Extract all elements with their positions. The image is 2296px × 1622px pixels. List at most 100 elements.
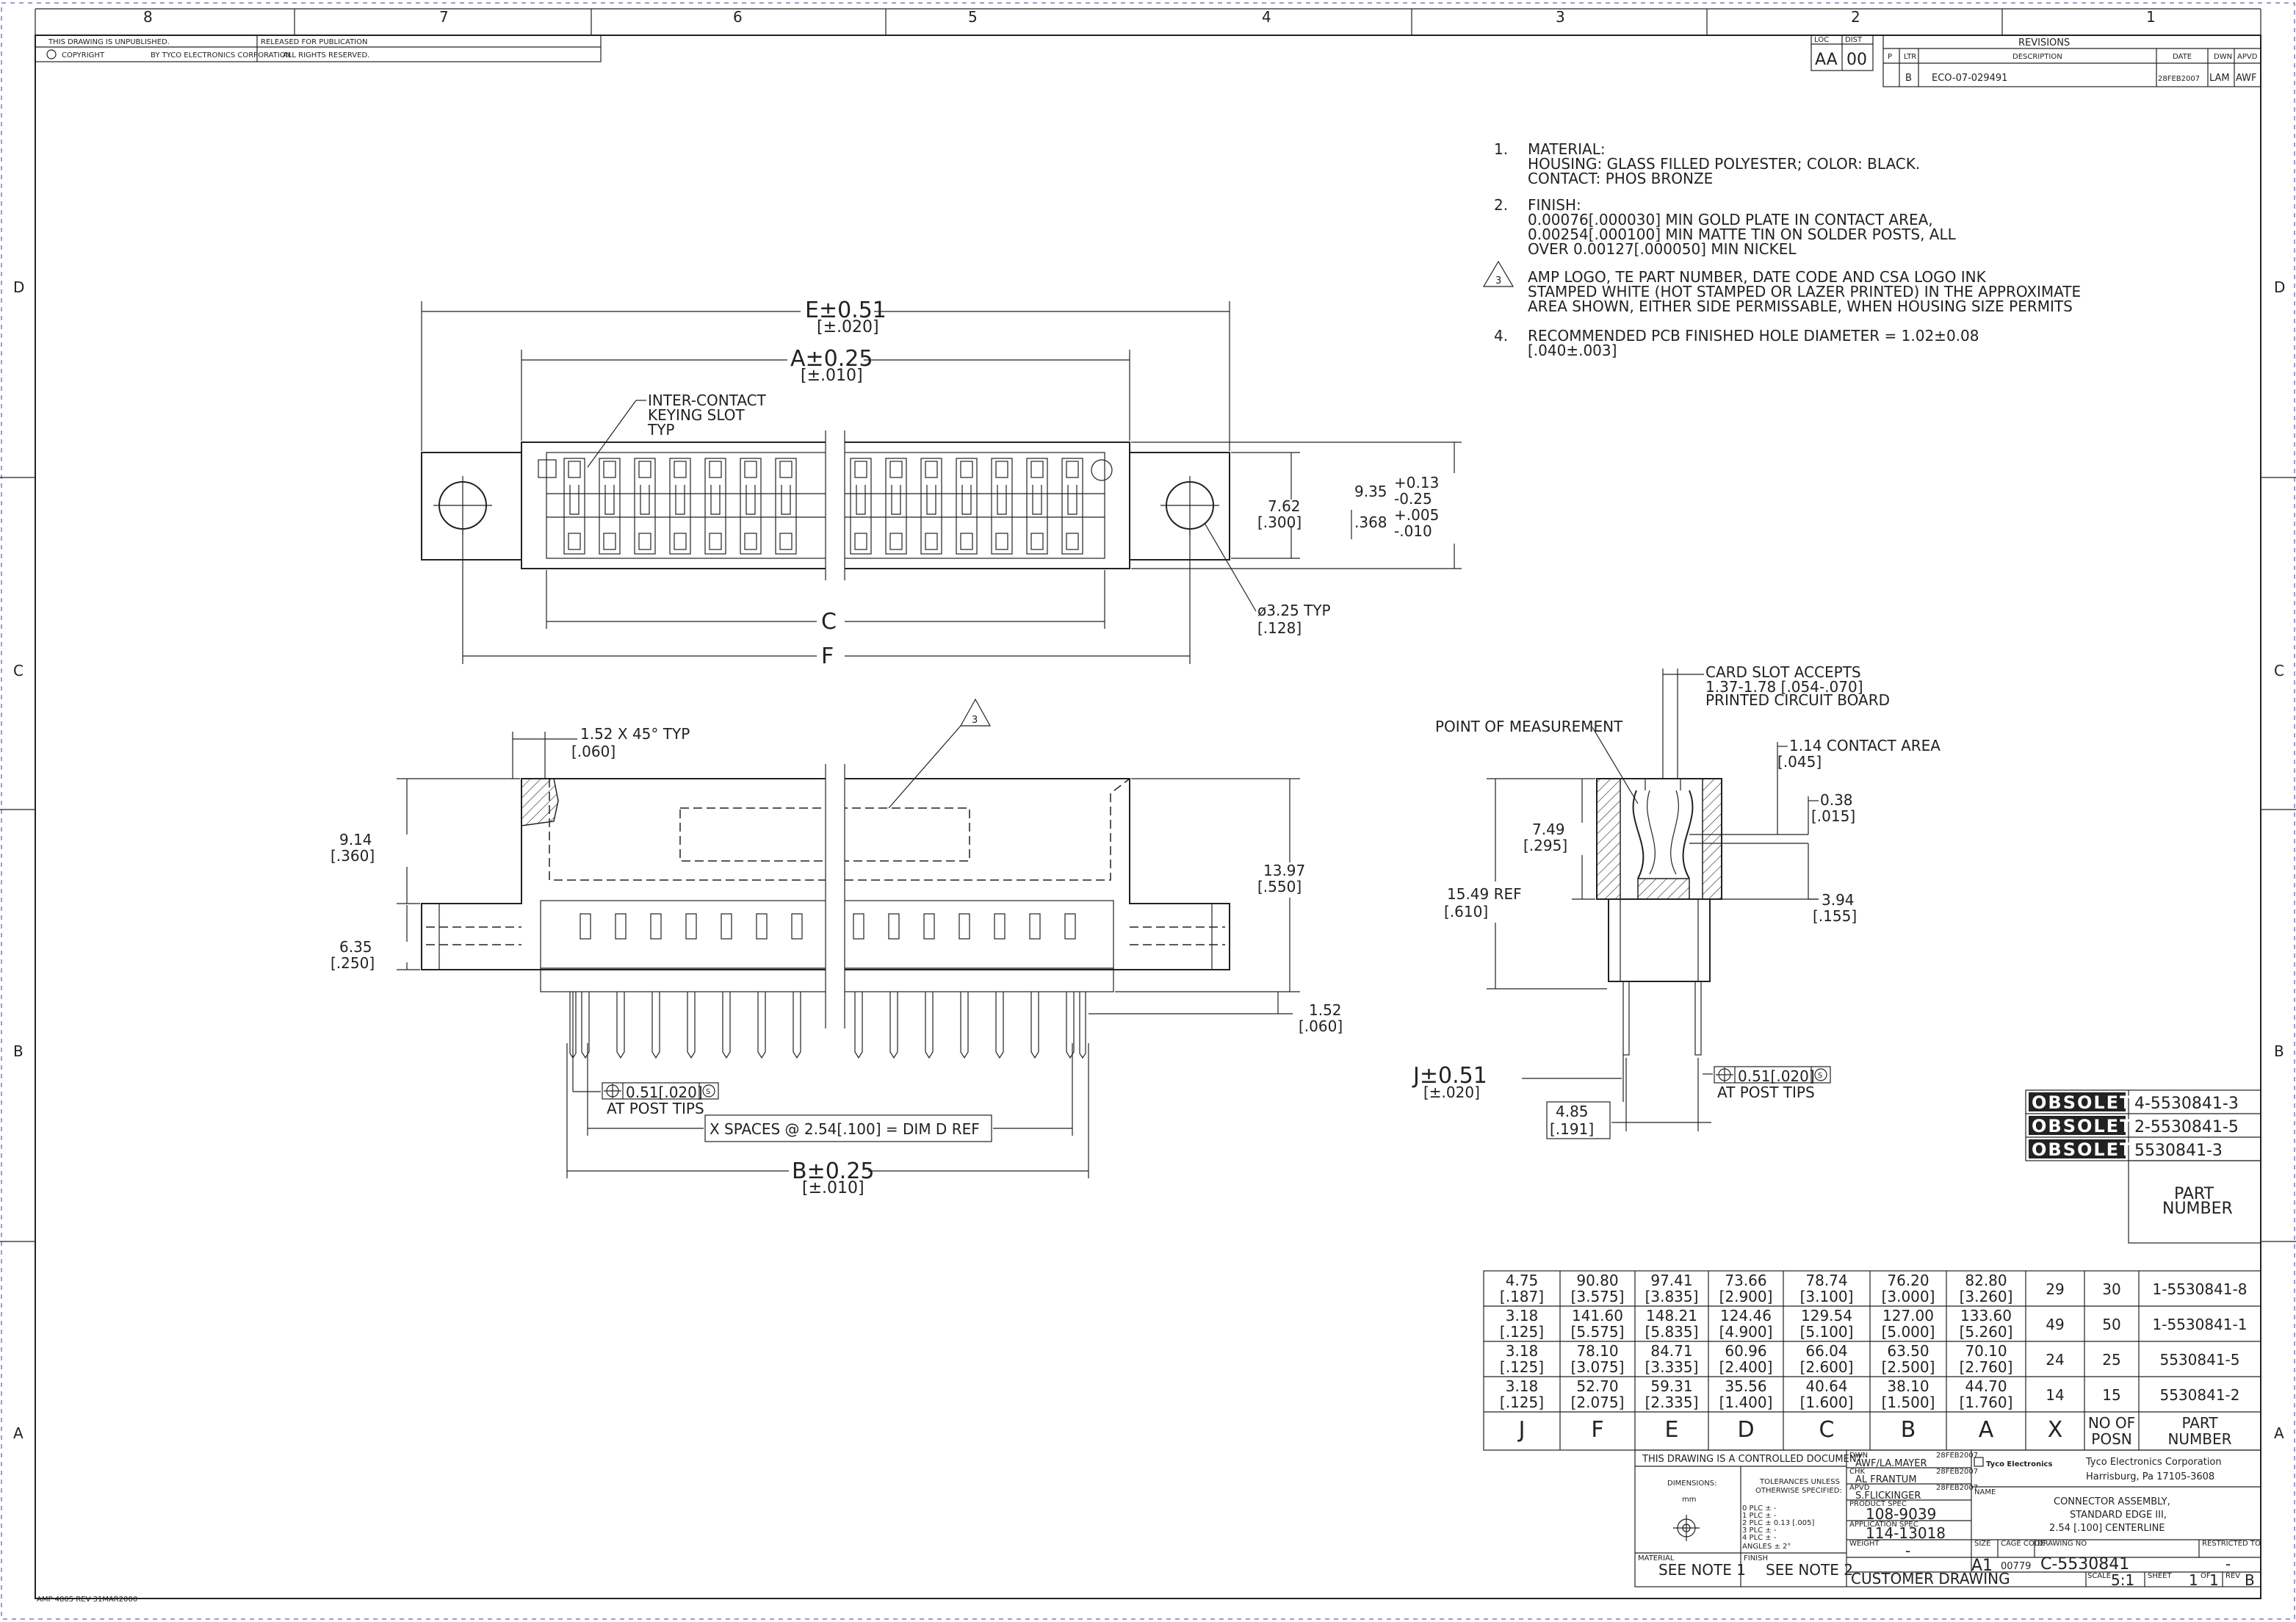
zone-left-d: D (13, 278, 24, 296)
front-pin (581, 992, 590, 1059)
front-pos-tol: 0.51[.020] (626, 1084, 703, 1101)
hole-dim-label: ø3.25 TYP (1257, 602, 1331, 619)
contact-bottom-pad (674, 533, 687, 550)
corporation-text: BY TYCO ELECTRONICS CORPORATION (151, 51, 291, 60)
table-cell-mm: 84.71 (1650, 1342, 1692, 1360)
contact-spring (710, 485, 721, 515)
rev-header-apvd: APVD (2237, 53, 2258, 61)
table-cell-inch: [2.335] (1645, 1394, 1699, 1411)
front-window (959, 913, 970, 940)
contact-cell (634, 458, 656, 555)
contact-top-pad (960, 461, 973, 478)
dim-038: 0.38 (1820, 791, 1853, 809)
table-header: NUMBER (2167, 1430, 2231, 1448)
table-cell-posn: 25 (2102, 1351, 2120, 1369)
drawing-title-3: 2.54 [.100] CENTERLINE (2049, 1523, 2165, 1534)
contact-spring (997, 485, 1007, 515)
note-3-num: 3 (1495, 275, 1501, 286)
dim-749: 7.49 (1532, 821, 1565, 838)
company-logo-icon (1974, 1457, 1984, 1467)
table-cell-inch: [5.575] (1571, 1323, 1625, 1341)
contact-cell (740, 458, 762, 555)
dim-b-label: B±0.25 (792, 1158, 875, 1184)
zone-right-d: D (2274, 278, 2285, 296)
contact-spring (781, 485, 791, 515)
table-cell-inch: [1.600] (1800, 1394, 1854, 1411)
dist-value: 00 (1846, 51, 1867, 69)
contact-cell (885, 458, 907, 555)
rev-value: B (2245, 1571, 2255, 1589)
contact-spring (1032, 485, 1042, 515)
table-cell-x: 29 (2046, 1280, 2064, 1298)
table-cell-mm: 82.80 (1965, 1272, 2007, 1289)
table-cell-mm: 35.56 (1725, 1377, 1766, 1395)
contact-bottom-pad (854, 533, 867, 550)
name-label: NAME (1974, 1488, 1996, 1496)
front-view: 1.52 X 45° TYP [.060] 3 9.14 [.360] 6.35… (331, 698, 1343, 1197)
side-pos-tol-frame (1714, 1066, 1831, 1084)
zone-right-a: A (2274, 1424, 2284, 1442)
contact-bottom-pad (1030, 533, 1044, 550)
table-cell-mm: 70.10 (1965, 1342, 2007, 1360)
note-2-line-4: OVER 0.00127[.000050] MIN NICKEL (1528, 240, 1797, 258)
dim-1549-inch: [.610] (1444, 903, 1488, 920)
table-cell-mm: 78.74 (1805, 1272, 1847, 1289)
table-header: A (1979, 1417, 1994, 1443)
pos-tol-frame (602, 1082, 719, 1100)
right-flange (1129, 452, 1230, 561)
rev-label: REV (2225, 1572, 2240, 1580)
obsolete-label-3: OBSOLETE (2032, 1139, 2147, 1160)
front-pin (889, 992, 898, 1059)
contact-bottom-pad (779, 533, 793, 550)
contact-spring (604, 485, 615, 515)
table-cell-mm: 38.10 (1887, 1377, 1929, 1395)
contact-cell (1061, 458, 1083, 555)
dim-368-tol-up: +.005 (1394, 506, 1439, 524)
table-cell-mm: 78.10 (1576, 1342, 1618, 1360)
table-header: X (2048, 1417, 2063, 1443)
dim-935-tol-up: +0.13 (1394, 474, 1439, 491)
table-cell-mm: 52.70 (1576, 1377, 1618, 1395)
chk-label: CHK (1849, 1468, 1866, 1476)
form-number: AMP 4805 REV 31MAR2000 (37, 1596, 137, 1604)
front-window (721, 913, 732, 940)
obsolete-block: OBSOLETE OBSOLETE OBSOLETE 4-5530841-3 2… (2025, 1089, 2261, 1244)
front-post-tips: AT POST TIPS (607, 1100, 704, 1117)
contact-cell (991, 458, 1013, 555)
spaces-label: X SPACES @ 2.54[.100] = DIM D REF (710, 1120, 980, 1138)
table-cell-mm: 66.04 (1805, 1342, 1847, 1360)
table-cell-inch: [4.900] (1719, 1323, 1773, 1341)
unpublished-text: THIS DRAWING IS UNPUBLISHED. (48, 38, 170, 46)
contact-bottom-pad (638, 533, 651, 550)
dim-c-label: C (821, 609, 837, 635)
table-cell-mm: 141.60 (1572, 1307, 1623, 1324)
company-name: Tyco Electronics (1986, 1460, 2052, 1468)
table-cell-inch: [2.600] (1800, 1358, 1854, 1376)
table-cell-mm: 73.66 (1725, 1272, 1766, 1289)
contact-spring (926, 485, 936, 515)
table-cell-inch: [5.000] (1882, 1323, 1935, 1341)
contact-bottom-pad (995, 533, 1008, 550)
size-value: A1 (1971, 1557, 1993, 1575)
table-cell-inch: [.125] (1500, 1394, 1544, 1411)
table-cell-part: 5530841-5 (2159, 1351, 2239, 1369)
loc-label: LOC (1814, 36, 1829, 44)
table-header: C (1819, 1417, 1835, 1443)
contact-top-pad (889, 461, 903, 478)
obsolete-part-2: 2-5530841-5 (2134, 1118, 2239, 1136)
front-window (923, 913, 935, 940)
table-cell-posn: 15 (2102, 1386, 2120, 1404)
contact-top-pad (925, 461, 938, 478)
note-1-line-1: MATERIAL: (1528, 140, 1606, 158)
front-pin (687, 992, 696, 1059)
contact-area-inch: [.045] (1777, 753, 1822, 771)
note-1-line-2: HOUSING: GLASS FILLED POLYESTER; COLOR: … (1528, 155, 1920, 173)
note-2-line-1: FINISH: (1528, 196, 1581, 214)
sheets-value: 1 (2209, 1571, 2219, 1589)
note-3-tag-icon (959, 698, 992, 727)
contact-cell (775, 458, 797, 555)
dimensions-unit: mm (1682, 1496, 1696, 1504)
dim-1397-inch: [.550] (1257, 878, 1302, 895)
